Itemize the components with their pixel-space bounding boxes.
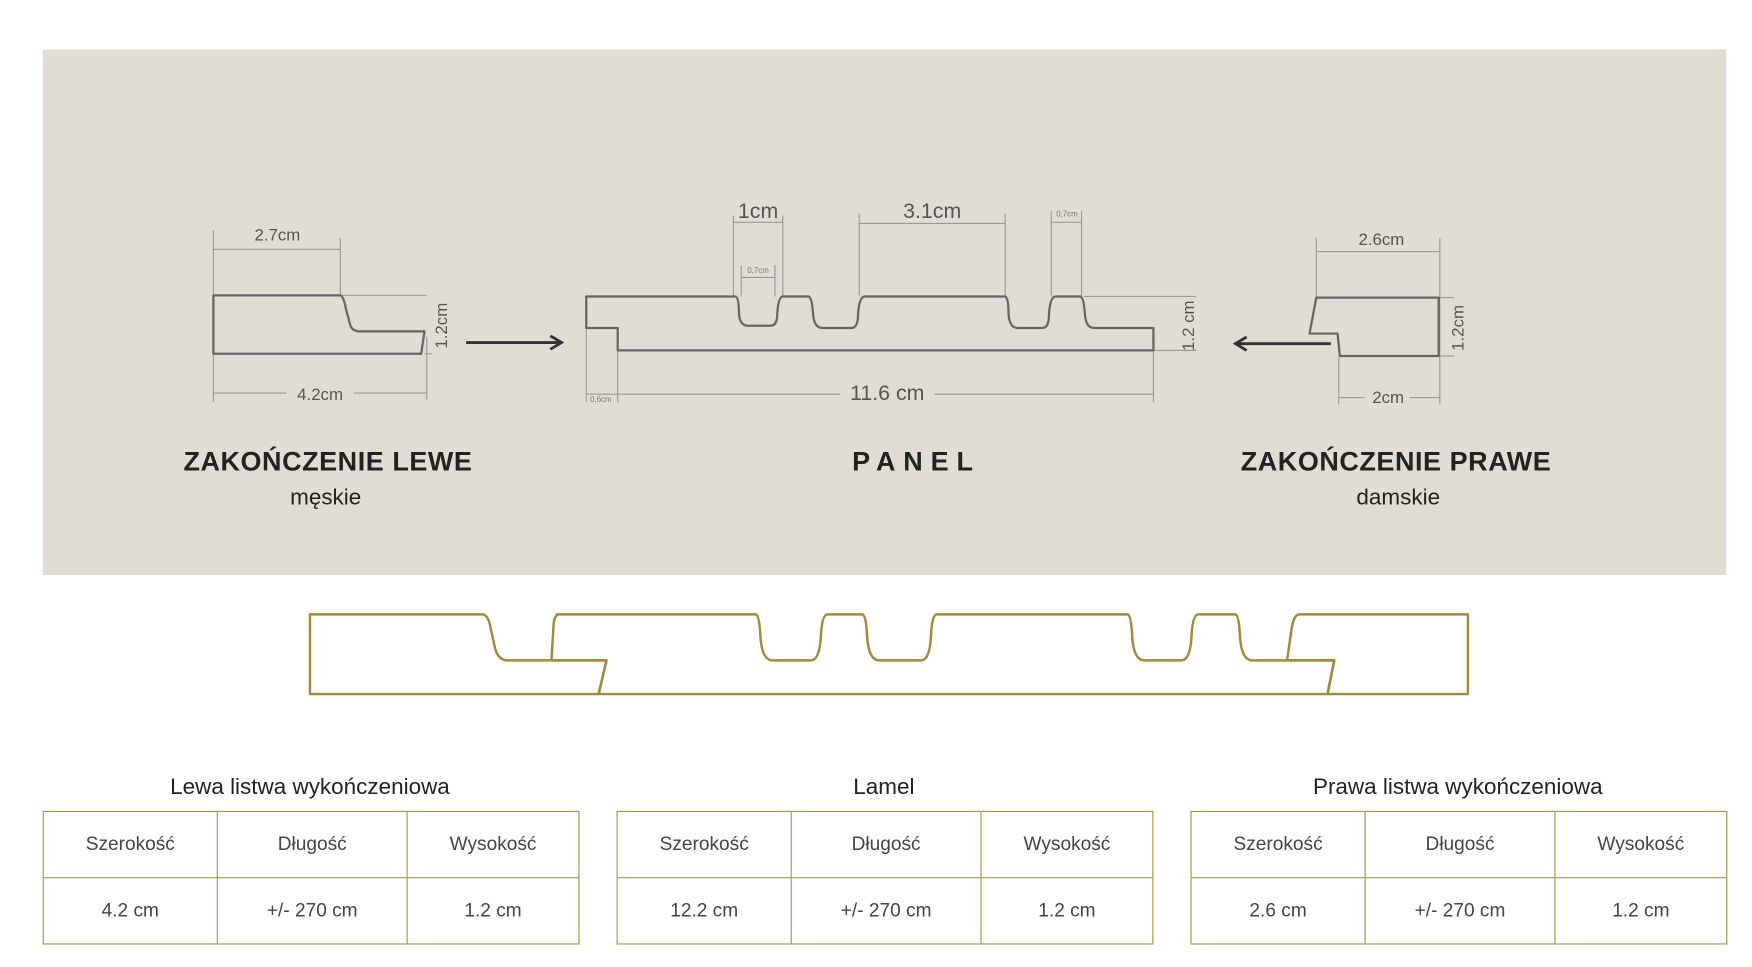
value-length: +/- 270 cm (790, 877, 982, 945)
panel-dim-total: 11.6 cm (850, 381, 924, 405)
left-dim-height: 1.2cm (432, 303, 451, 349)
right-dim-bottom: 2cm (1372, 388, 1404, 407)
left-end-title: ZAKOŃCZENIE LEWE (183, 446, 473, 478)
panel-dim-top: 3.1cm (903, 199, 961, 223)
value-length: +/- 270 cm (1364, 877, 1556, 945)
table-row: 12.2 cm +/- 270 cm 1.2 cm (616, 877, 1154, 945)
left-piece-outline (212, 294, 426, 355)
value-height: 1.2 cm (406, 877, 580, 945)
value-height: 1.2 cm (980, 877, 1154, 945)
value-width: 2.6 cm (1190, 877, 1366, 945)
table-row: 2.6 cm +/- 270 cm 1.2 cm (1190, 877, 1728, 945)
spec-table-left: Szerokość Długość Wysokość 4.2 cm +/- 27… (42, 810, 580, 945)
left-dim-bottom: 4.2cm (297, 385, 343, 404)
panel-outline (585, 295, 1155, 352)
technical-drawing: 2.7cm 4.2cm 1.2cm 1cm 0,7cm 3.1cm 0,7cm … (212, 199, 1467, 407)
header-length: Długość (790, 810, 982, 879)
header-width: Szerokość (616, 810, 792, 879)
panel-dim-lip: 0,6cm (590, 395, 612, 404)
header-length: Długość (216, 810, 408, 879)
table-header-row: Szerokość Długość Wysokość (42, 810, 580, 879)
right-piece-outline (1308, 296, 1440, 358)
value-height: 1.2 cm (1554, 877, 1728, 945)
table-title-left: Lewa listwa wykończeniowa (170, 774, 450, 800)
table-header-row: Szerokość Długość Wysokość (1190, 810, 1728, 879)
panel-dim-groove: 1cm (738, 199, 778, 223)
spec-table-lamel: Szerokość Długość Wysokość 12.2 cm +/- 2… (616, 810, 1154, 945)
panel-title: PANEL (852, 446, 981, 478)
header-height: Wysokość (406, 810, 580, 879)
table-row: 4.2 cm +/- 270 cm 1.2 cm (42, 877, 580, 945)
left-end-subtitle: męskie (290, 485, 362, 510)
value-width: 12.2 cm (616, 877, 792, 945)
header-height: Wysokość (1554, 810, 1728, 879)
header-width: Szerokość (1190, 810, 1366, 879)
arrow-left-icon (1232, 335, 1331, 352)
assembled-profile (308, 613, 1470, 696)
header-width: Szerokość (42, 810, 218, 879)
header-height: Wysokość (980, 810, 1154, 879)
table-title-right: Prawa listwa wykończeniowa (1312, 774, 1603, 800)
panel-dim-groove-inner: 0,7cm (747, 266, 769, 275)
value-width: 4.2 cm (42, 877, 218, 945)
lamel-profile (550, 613, 1336, 696)
left-strip-profile (308, 613, 608, 696)
right-strip-profile (1285, 613, 1470, 696)
right-dim-height: 1.2cm (1448, 305, 1467, 351)
header-length: Długość (1364, 810, 1556, 879)
arrow-right-icon (466, 334, 565, 351)
table-header-row: Szerokość Długość Wysokość (616, 810, 1154, 879)
panel-dim-height: 1.2 cm (1179, 300, 1198, 351)
value-length: +/- 270 cm (216, 877, 408, 945)
right-end-subtitle: damskie (1356, 485, 1441, 510)
panel-dim-tooth: 0,7cm (1056, 210, 1078, 219)
right-end-title: ZAKOŃCZENIE PRAWE (1240, 446, 1552, 478)
diagram-panel (42, 49, 1727, 576)
left-dim-top: 2.7cm (254, 225, 300, 244)
right-dim-top: 2.6cm (1358, 230, 1404, 249)
spec-table-right: Szerokość Długość Wysokość 2.6 cm +/- 27… (1190, 810, 1728, 945)
table-title-lamel: Lamel (853, 774, 915, 800)
